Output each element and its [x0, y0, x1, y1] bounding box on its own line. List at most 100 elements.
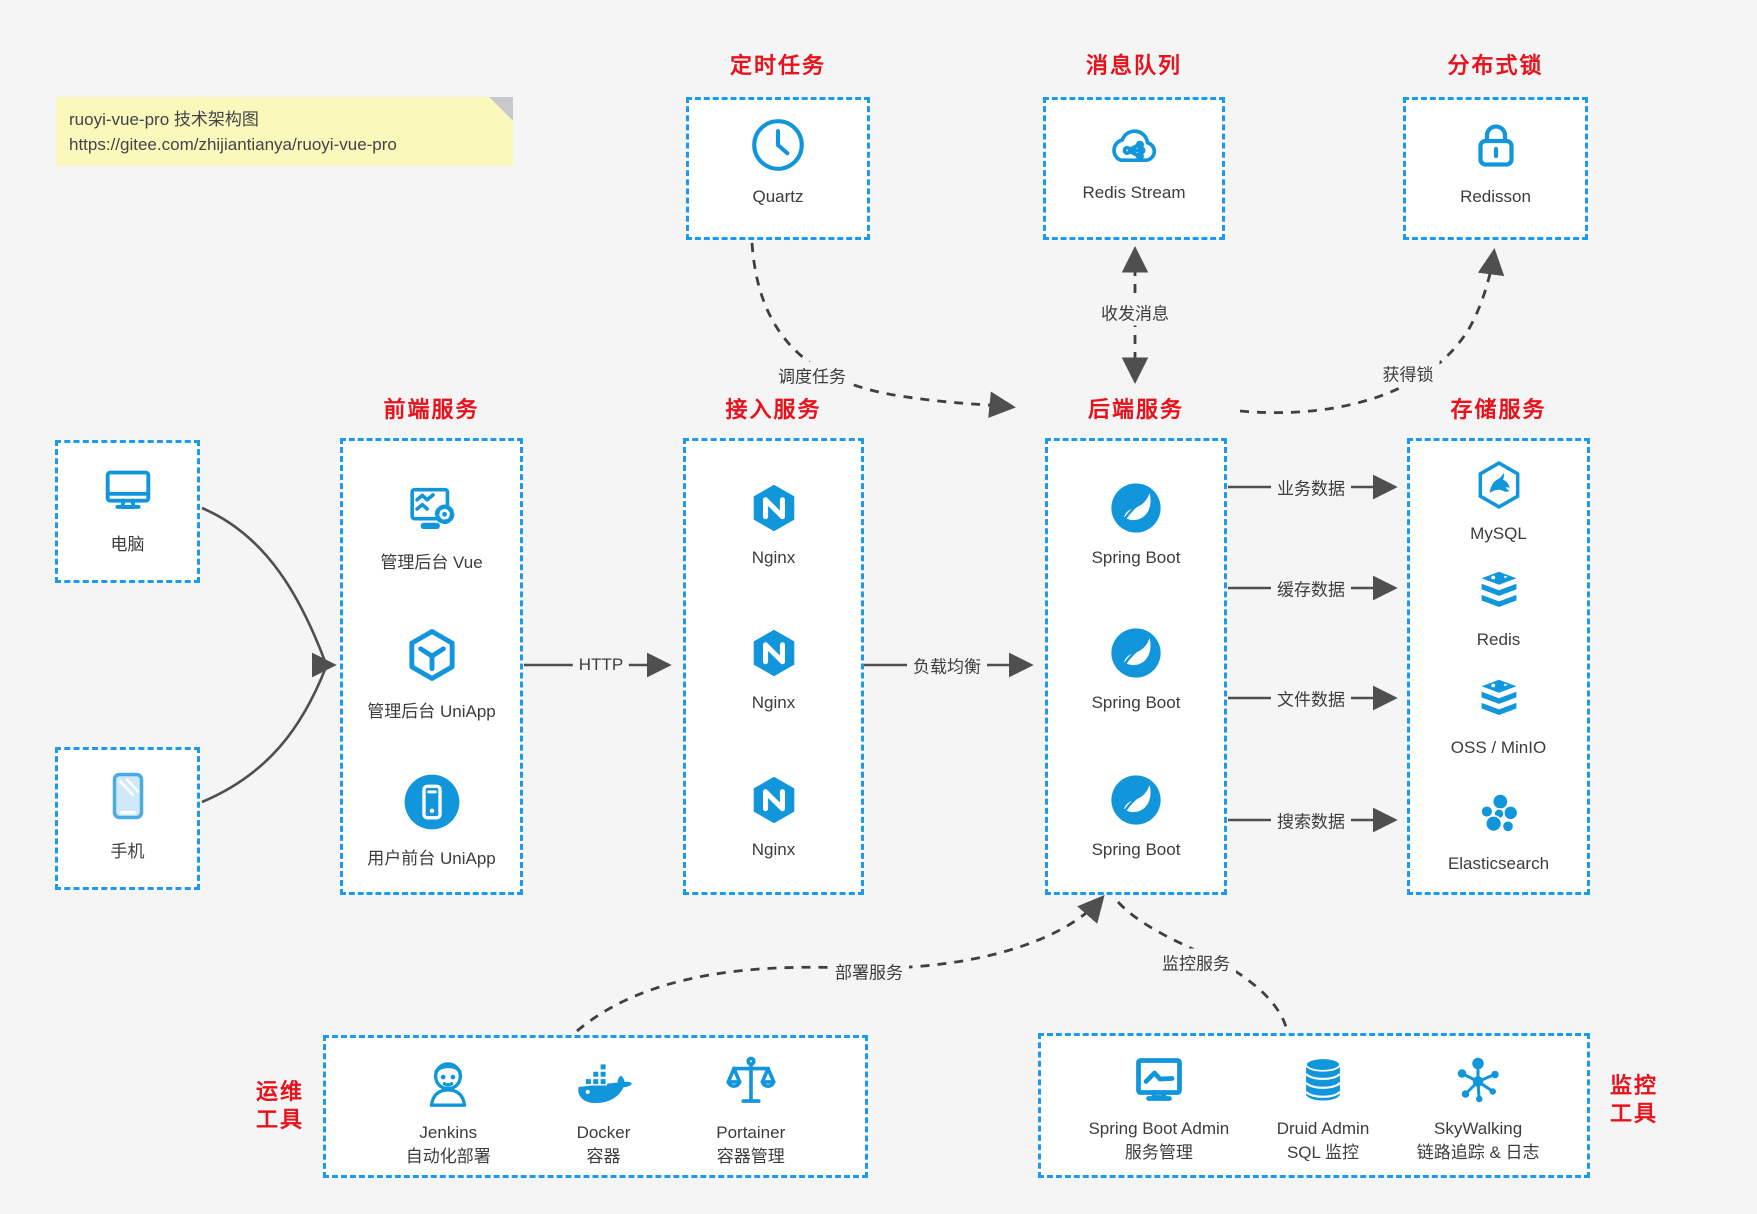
- node-redisson: Redisson: [1406, 114, 1585, 207]
- monitor-box: Spring Boot Admin 服务管理 Druid Admin SQL 监…: [1038, 1033, 1590, 1178]
- node-springboot-2: Spring Boot: [1048, 624, 1224, 713]
- sticky-note: ruoyi-vue-pro 技术架构图 https://gitee.com/zh…: [56, 97, 513, 166]
- nginx-icon: [745, 771, 803, 834]
- node-desc: 容器管理: [716, 1147, 785, 1167]
- mq-box: Redis Stream: [1043, 97, 1225, 240]
- node-phone: 手机: [58, 766, 197, 862]
- node-nginx-1: Nginx: [686, 479, 861, 568]
- node-label: 手机: [110, 842, 145, 861]
- node-label: Spring Boot Admin: [1088, 1119, 1230, 1138]
- mysql-icon: [1471, 457, 1527, 518]
- storage-box: MySQL Redis OSS / MinIO: [1407, 438, 1590, 895]
- lock-box: Redisson: [1403, 97, 1588, 240]
- node-nginx-2: Nginx: [686, 624, 861, 713]
- title-gateway: 接入服务: [725, 397, 822, 422]
- edge-label-message: 收发消息: [1095, 298, 1175, 326]
- node-jenkins: Jenkins 自动化部署: [406, 1052, 491, 1168]
- node-label: Nginx: [751, 693, 796, 712]
- node-docker: Docker 容器: [571, 1052, 637, 1168]
- node-redis: Redis: [1410, 565, 1587, 650]
- jenkins-icon: [417, 1052, 479, 1119]
- ops-box: Jenkins 自动化部署: [323, 1035, 868, 1178]
- ops-side-label-line1: 运维: [255, 1079, 304, 1104]
- node-desc: 容器: [586, 1147, 621, 1167]
- node-label: Docker: [576, 1123, 631, 1142]
- admin-vue-icon: [401, 479, 463, 542]
- node-label: Spring Boot: [1091, 548, 1181, 567]
- node-label: Redis Stream: [1082, 183, 1186, 202]
- node-springboot-1: Spring Boot: [1048, 479, 1224, 568]
- title-lock: 分布式锁: [1447, 53, 1544, 78]
- edge-label-acquire-lock: 获得锁: [1376, 359, 1440, 387]
- node-label: SkyWalking: [1434, 1119, 1523, 1138]
- edge-label-loadbalance: 负载均衡: [907, 651, 987, 679]
- title-frontend: 前端服务: [383, 397, 480, 422]
- nginx-icon: [745, 479, 803, 542]
- node-label: Quartz: [752, 187, 804, 206]
- node-desc: 自动化部署: [405, 1147, 491, 1167]
- edge-label-schedule: 调度任务: [772, 361, 852, 389]
- springboot-icon: [1107, 479, 1165, 542]
- node-admin-uniapp: 管理后台 UniApp: [343, 624, 520, 722]
- node-label: Elasticsearch: [1447, 854, 1550, 873]
- edge-acquire-lock-curve: [1239, 248, 1505, 415]
- node-druid: Druid Admin SQL 监控: [1277, 1050, 1369, 1164]
- node-redis-stream: Redis Stream: [1046, 118, 1222, 203]
- node-label: 用户前台 UniApp: [367, 849, 496, 868]
- smartphone-icon: [98, 766, 158, 831]
- node-desc: 服务管理: [1124, 1143, 1193, 1163]
- springboot-icon: [1107, 624, 1165, 687]
- edge-label-search-data: 搜索数据: [1271, 806, 1351, 834]
- monitor-side-label: 监控 工具: [1598, 1072, 1670, 1127]
- node-desc: SQL 监控: [1286, 1143, 1360, 1163]
- frontend-box: 管理后台 Vue 管理后台 UniApp 用户前台 UniApp: [340, 438, 523, 895]
- note-title: ruoyi-vue-pro 技术架构图: [69, 110, 259, 129]
- springboot-admin-icon: [1128, 1050, 1190, 1115]
- monitor-side-label-line2: 工具: [1609, 1100, 1658, 1126]
- note-url: https://gitee.com/zhijiantianya/ruoyi-vu…: [69, 134, 397, 154]
- uniapp-cube-icon: [401, 624, 463, 691]
- node-label: Portainer: [716, 1123, 786, 1142]
- node-label: Spring Boot: [1091, 693, 1181, 712]
- title-scheduler: 定时任务: [729, 53, 826, 78]
- node-quartz: Quartz: [689, 114, 867, 207]
- node-springboot-admin: Spring Boot Admin 服务管理: [1088, 1050, 1229, 1164]
- druid-database-icon: [1294, 1050, 1352, 1115]
- edge-phone-to-frontend: [201, 666, 328, 804]
- node-label: Spring Boot: [1091, 840, 1181, 859]
- monitor-items: Spring Boot Admin 服务管理 Druid Admin SQL 监…: [1041, 1036, 1587, 1175]
- node-springboot-3: Spring Boot: [1048, 771, 1224, 860]
- edge-label-monitor: 监控服务: [1156, 948, 1236, 976]
- ops-side-label: 运维 工具: [240, 1078, 320, 1133]
- title-storage: 存储服务: [1450, 397, 1547, 422]
- node-label: Nginx: [751, 840, 796, 859]
- ops-items: Jenkins 自动化部署: [326, 1038, 865, 1175]
- node-portainer: Portainer 容器管理: [716, 1052, 785, 1168]
- node-admin-vue: 管理后台 Vue: [343, 479, 520, 573]
- springboot-icon: [1107, 771, 1165, 834]
- desktop-box: 电脑: [55, 440, 200, 583]
- cloud-stream-icon: [1104, 118, 1164, 177]
- node-label: Jenkins: [419, 1123, 478, 1142]
- node-label: 管理后台 Vue: [380, 553, 483, 572]
- clock-icon: [747, 114, 809, 181]
- monitor-side-label-line1: 监控: [1609, 1073, 1658, 1098]
- ops-side-label-line2: 工具: [255, 1106, 304, 1132]
- node-mysql: MySQL: [1410, 457, 1587, 544]
- desktop-icon: [98, 461, 158, 524]
- edge-label-http: HTTP: [572, 654, 630, 676]
- node-desktop: 电脑: [58, 461, 197, 555]
- node-elasticsearch: Elasticsearch: [1410, 789, 1587, 874]
- node-label: MySQL: [1470, 524, 1527, 543]
- node-label: OSS / MinIO: [1450, 738, 1547, 757]
- title-backend: 后端服务: [1087, 397, 1184, 422]
- edge-label-cache-data: 缓存数据: [1271, 574, 1351, 602]
- node-label: 管理后台 UniApp: [367, 702, 496, 721]
- node-label: Redisson: [1460, 187, 1531, 206]
- redis-icon: [1470, 565, 1528, 624]
- node-desc: 链路追踪 & 日志: [1416, 1143, 1540, 1163]
- note-fold-corner: [489, 97, 513, 121]
- nginx-icon: [745, 624, 803, 687]
- node-label: Nginx: [751, 548, 796, 567]
